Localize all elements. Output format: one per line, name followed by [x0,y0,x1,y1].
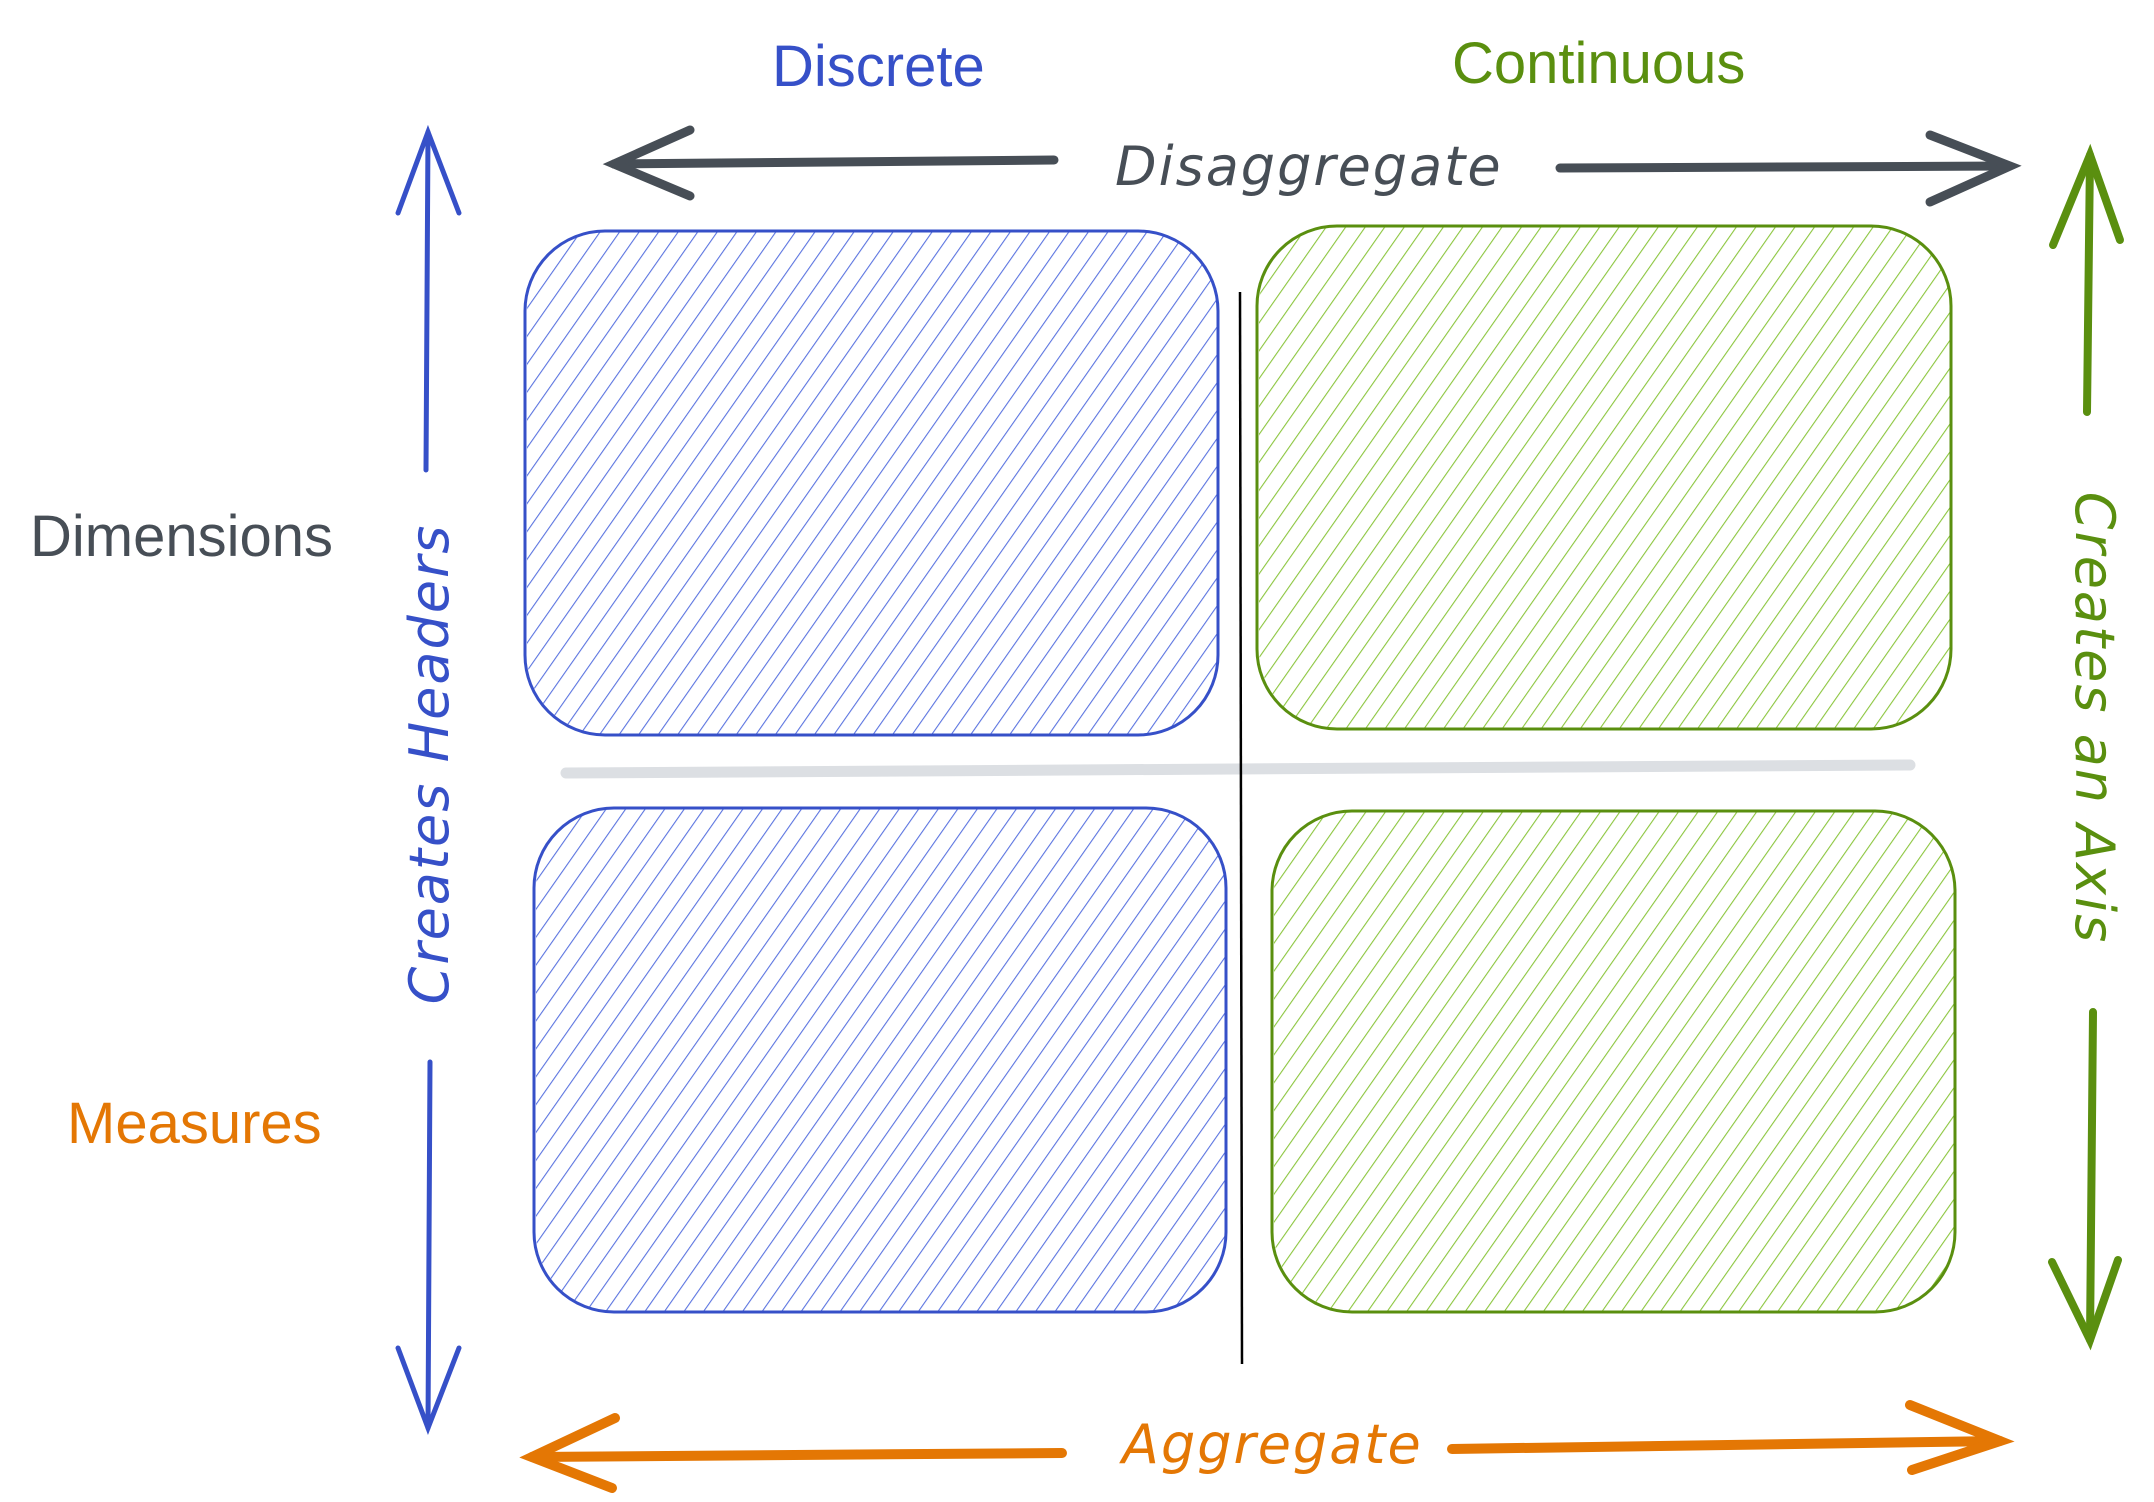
arrow-right-icon [1925,130,2022,207]
quadrant-dimension-continuous [1255,224,1953,731]
creates-axis-label: Creates an Axis [2063,491,2126,945]
quadrant-dimension-discrete [523,229,1220,737]
aggregate-arrow [519,1400,2015,1493]
quadrant-measure-continuous [1270,809,1957,1314]
horizontal-divider [560,759,1916,779]
vertical-divider [1238,291,1244,1365]
arrow-left-icon [519,1413,620,1493]
arrow-right-icon [1905,1400,2015,1475]
row-header-measures: Measures [67,1091,322,1156]
column-header-continuous: Continuous [1452,31,1746,96]
aggregate-label: Aggregate [1122,1413,1423,1476]
arrow-down-icon [395,1345,462,1436]
arrow-down-icon [2048,1256,2122,1351]
creates-headers-arrow [395,124,462,1436]
column-header-discrete: Discrete [772,34,985,99]
disaggregate-label: Disaggregate [1115,135,1503,198]
creates-axis-arrow [2048,143,2124,1351]
arrow-up-icon [2049,143,2124,249]
disaggregate-arrow [602,125,2022,207]
creates-headers-label: Creates Headers [398,523,461,1005]
row-header-dimensions: Dimensions [30,504,333,569]
arrow-up-icon [395,124,462,216]
quadrant-measure-discrete [532,806,1228,1314]
arrow-left-icon [602,125,695,201]
